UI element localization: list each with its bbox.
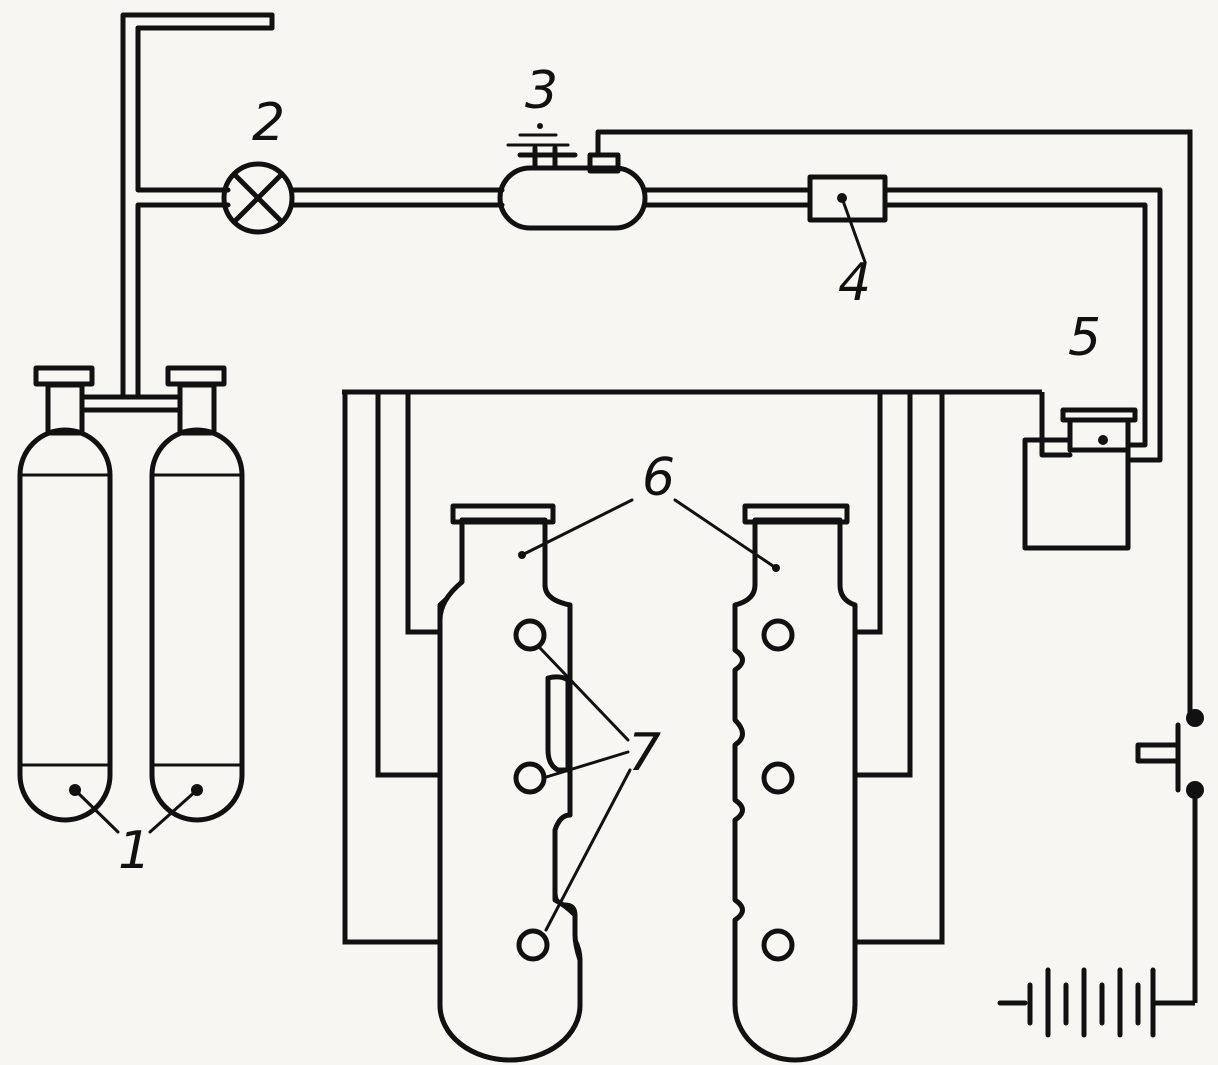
- pipe-component-4-to-5: [882, 187, 1163, 463]
- battery-icon: [997, 967, 1156, 1038]
- contact-right-2: [761, 761, 795, 795]
- control-wire: [598, 129, 1198, 1006]
- pipe-regulator-to-component-4: [642, 187, 813, 208]
- valve-symbol: [221, 161, 295, 235]
- pipe-valve-to-regulator: [289, 187, 505, 208]
- push-button-switch: [1135, 709, 1204, 799]
- contact-right-1: [761, 618, 795, 652]
- pressure-regulator: [497, 123, 648, 231]
- label-valve: 2: [252, 93, 285, 153]
- contact-left-3: [516, 928, 550, 962]
- contacts-7: [513, 618, 795, 962]
- contact-left-1: [513, 618, 547, 652]
- label-contacts: 7: [628, 723, 661, 783]
- label-component-4: 4: [838, 253, 871, 313]
- label-blocks: 6: [642, 448, 675, 508]
- component-5-box: [1022, 407, 1138, 551]
- cylinder-block-right: [732, 503, 858, 1063]
- contact-left-2: [513, 761, 547, 795]
- cylinder-block-left: [437, 503, 583, 1063]
- riser-pipe: [120, 12, 275, 400]
- cylinder-manifold: [79, 394, 183, 413]
- label-regulator: 3: [525, 61, 558, 121]
- label-cylinders: 1: [118, 821, 151, 881]
- gas-cylinder-right: [149, 365, 245, 823]
- leader-lines: [73, 196, 867, 932]
- label-component-5: 5: [1068, 308, 1101, 368]
- contact-right-3: [761, 928, 795, 962]
- gas-cylinder-left: [17, 365, 113, 823]
